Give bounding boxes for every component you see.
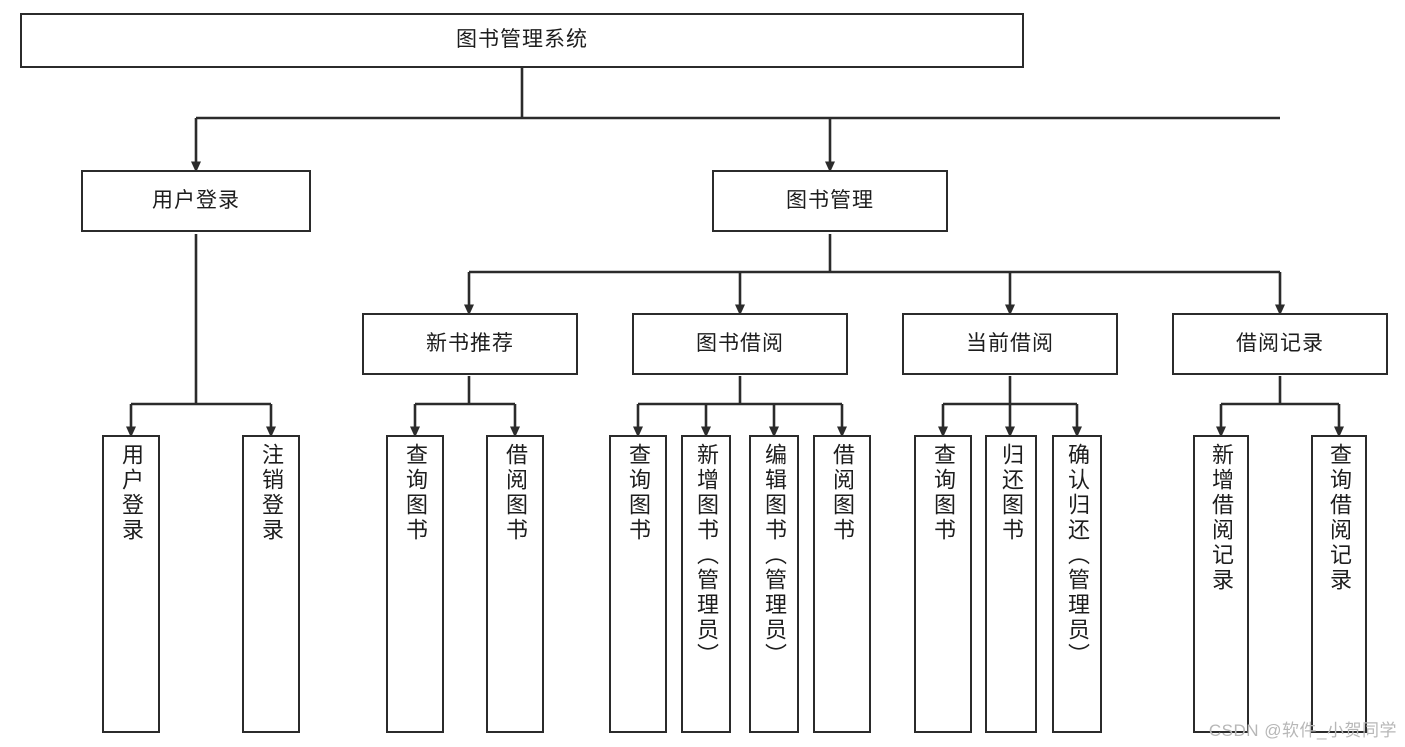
leaf-query-book-2-label: 查询图书 [626, 443, 651, 543]
node-current-borrow-label: 当前借阅 [966, 331, 1054, 355]
leaf-borrow-book-1[interactable]: 借阅图书 [486, 435, 544, 733]
leaf-query-book-2[interactable]: 查询图书 [609, 435, 667, 733]
node-borrow-record-label: 借阅记录 [1236, 331, 1324, 355]
node-borrow-record[interactable]: 借阅记录 [1172, 313, 1388, 375]
leaf-borrow-book-2[interactable]: 借阅图书 [813, 435, 871, 733]
leaf-query-book-1[interactable]: 查询图书 [386, 435, 444, 733]
leaf-return-book[interactable]: 归还图书 [985, 435, 1037, 733]
node-user-login[interactable]: 用户登录 [81, 170, 311, 232]
node-book-borrow-label: 图书借阅 [696, 331, 784, 355]
leaf-logout-label: 注销登录 [259, 443, 284, 543]
leaf-query-book-1-label: 查询图书 [403, 443, 428, 543]
node-book-borrow[interactable]: 图书借阅 [632, 313, 848, 375]
leaf-query-book-3-label: 查询图书 [931, 443, 956, 543]
leaf-query-record[interactable]: 查询借阅记录 [1311, 435, 1367, 733]
node-new-book-recommend[interactable]: 新书推荐 [362, 313, 578, 375]
leaf-edit-book[interactable]: 编辑图书（管理员） [749, 435, 799, 733]
leaf-confirm-return[interactable]: 确认归还（管理员） [1052, 435, 1102, 733]
node-root-label: 图书管理系统 [456, 28, 588, 52]
leaf-logout[interactable]: 注销登录 [242, 435, 300, 733]
leaf-user-login[interactable]: 用户登录 [102, 435, 160, 733]
node-root[interactable]: 图书管理系统 [20, 13, 1024, 68]
leaf-add-record[interactable]: 新增借阅记录 [1193, 435, 1249, 733]
leaf-return-book-label: 归还图书 [999, 443, 1024, 543]
watermark-text: CSDN @软件_小贺同学 [1208, 721, 1397, 740]
leaf-edit-book-label: 编辑图书（管理员） [762, 443, 787, 668]
leaf-user-login-label: 用户登录 [119, 443, 144, 543]
leaf-add-book-label: 新增图书（管理员） [694, 443, 719, 668]
leaf-borrow-book-2-label: 借阅图书 [830, 443, 855, 543]
leaf-query-record-label: 查询借阅记录 [1327, 443, 1352, 593]
node-book-manage[interactable]: 图书管理 [712, 170, 948, 232]
node-current-borrow[interactable]: 当前借阅 [902, 313, 1118, 375]
node-new-book-recommend-label: 新书推荐 [426, 331, 514, 355]
leaf-confirm-return-label: 确认归还（管理员） [1065, 443, 1090, 668]
leaf-query-book-3[interactable]: 查询图书 [914, 435, 972, 733]
node-book-manage-label: 图书管理 [786, 188, 874, 212]
leaf-add-record-label: 新增借阅记录 [1209, 443, 1234, 593]
leaf-borrow-book-1-label: 借阅图书 [503, 443, 528, 543]
leaf-add-book[interactable]: 新增图书（管理员） [681, 435, 731, 733]
node-user-login-label: 用户登录 [152, 188, 240, 212]
